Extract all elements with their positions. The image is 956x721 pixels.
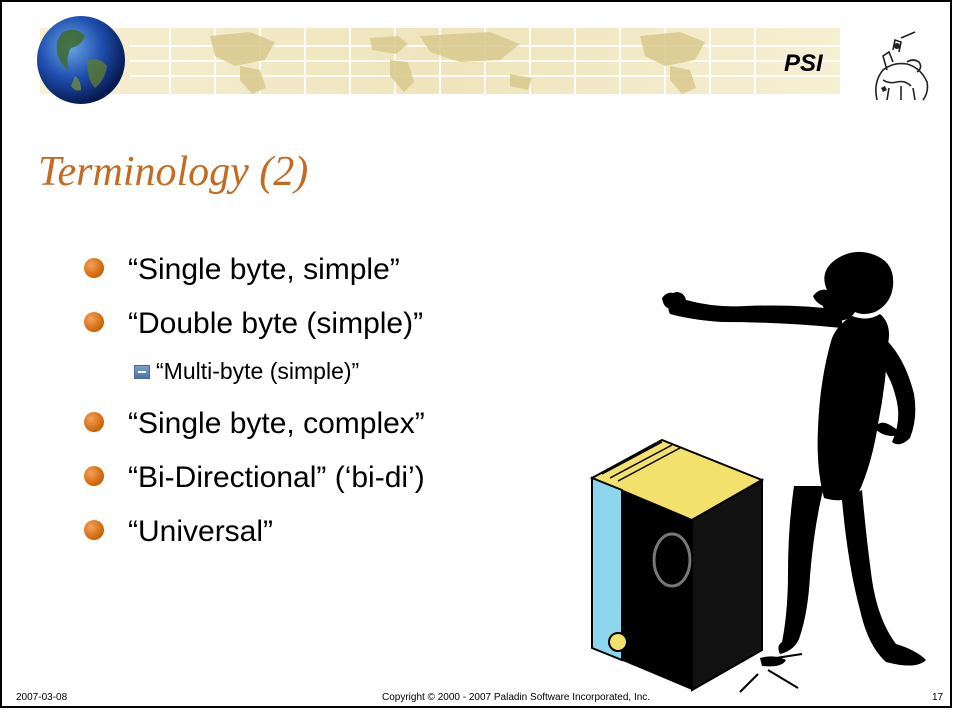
sub-bullet-item: “Multi-byte (simple)” [84, 358, 564, 404]
footer-copyright: Copyright © 2000 - 2007 Paladin Software… [382, 692, 651, 703]
bullet-dot-icon [84, 258, 104, 278]
logo-text: PSI [784, 50, 823, 77]
bullet-dot-icon [84, 412, 104, 432]
footer-date: 2007-03-08 [16, 692, 68, 703]
sub-bullet-text: “Multi-byte (simple)” [156, 358, 360, 384]
bullet-text: “Bi-Directional” (‘bi-di’) [128, 461, 425, 494]
sub-bullet-square-icon [134, 365, 150, 379]
footer-page-number: 17 [932, 692, 944, 703]
knight-logo-icon [875, 31, 929, 101]
clipart-figure-with-book [589, 251, 926, 693]
bullet-item: “Universal” [84, 512, 564, 566]
bullet-dot-icon [84, 312, 104, 332]
bullet-text: “Single byte, simple” [128, 253, 400, 286]
bullet-item: “Double byte (simple)” [84, 304, 564, 358]
bullet-text: “Double byte (simple)” [128, 307, 424, 340]
world-map-banner [40, 28, 840, 94]
bullet-item: “Bi-Directional” (‘bi-di’) [84, 458, 564, 512]
bullet-dot-icon [84, 520, 104, 540]
globe-icon [37, 16, 125, 104]
slide-title: Terminology (2) [38, 149, 309, 195]
bullet-list: “Single byte, simple” “Double byte (simp… [84, 250, 564, 566]
bullet-text: “Single byte, complex” [128, 407, 425, 440]
bullet-item: “Single byte, complex” [84, 404, 564, 458]
bullet-item: “Single byte, simple” [84, 250, 564, 304]
bullet-text: “Universal” [128, 515, 274, 548]
slide: PSI Terminology (2) “Single byte, simple… [0, 0, 952, 708]
bullet-dot-icon [84, 466, 104, 486]
